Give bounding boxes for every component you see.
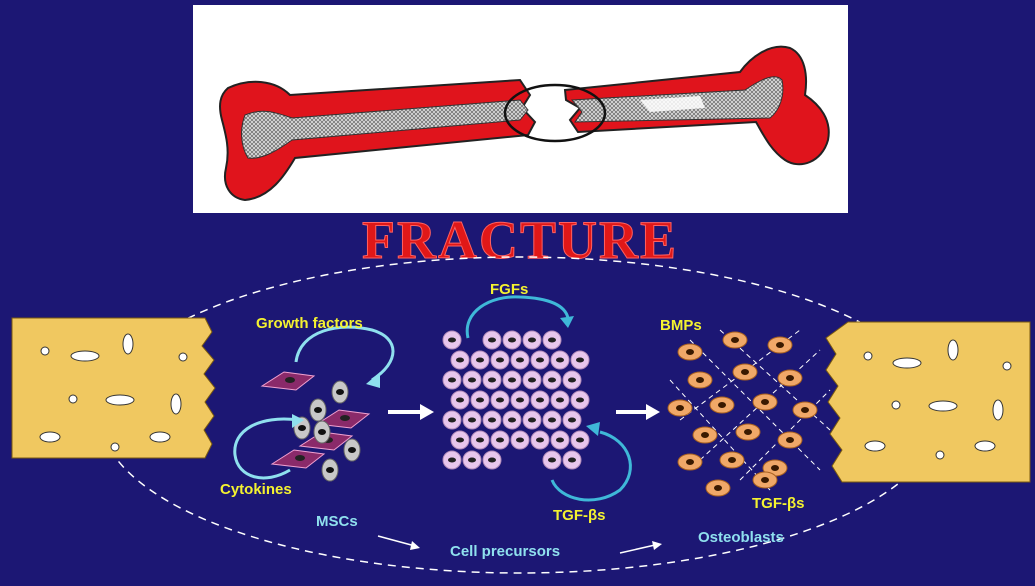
- precursor-cell: [543, 411, 561, 429]
- precursor-cell: [463, 451, 481, 469]
- precursor-cell: [491, 351, 509, 369]
- precursor-cell: [511, 351, 529, 369]
- precursor-cell: [531, 391, 549, 409]
- osteoblast-cell: [678, 454, 702, 470]
- label-growth-factors: Growth factors: [256, 315, 363, 332]
- precursor-cell: [551, 391, 569, 409]
- precursor-cell: [511, 391, 529, 409]
- precursor-cell: [443, 371, 461, 389]
- bone-illustration: [193, 5, 848, 213]
- precursor-cell: [543, 331, 561, 349]
- label-tgf-betas-center: TGF-βs: [553, 507, 606, 524]
- osteoblast-cell: [678, 344, 702, 360]
- osteoblast-cell: [720, 452, 744, 468]
- precursor-cell: [443, 451, 461, 469]
- right-bone-fragment: [826, 322, 1030, 482]
- label-osteoblasts: Osteoblasts: [698, 529, 784, 546]
- osteoblast-cell: [668, 400, 692, 416]
- precursor-cell: [563, 411, 581, 429]
- osteoblast-cell: [778, 370, 802, 386]
- msc-stem-cell: [332, 381, 348, 403]
- precursor-cell: [503, 331, 521, 349]
- left-bone-fragment: [12, 318, 215, 458]
- label-cell-precursors: Cell precursors: [450, 543, 560, 560]
- precursor-cell: [543, 371, 561, 389]
- precursor-cell: [543, 451, 561, 469]
- label-fgfs: FGFs: [490, 281, 528, 298]
- precursor-cell: [483, 451, 501, 469]
- precursor-cell: [483, 371, 501, 389]
- precursor-cell: [471, 431, 489, 449]
- precursor-cell: [531, 351, 549, 369]
- precursor-cell: [571, 351, 589, 369]
- precursor-cell: [523, 371, 541, 389]
- precursor-cell: [471, 391, 489, 409]
- msc-stem-cell: [344, 439, 360, 461]
- precursor-cell: [563, 371, 581, 389]
- osteoblast-cell: [733, 364, 757, 380]
- precursor-cell: [471, 351, 489, 369]
- msc-stem-cell: [322, 459, 338, 481]
- precursor-cell: [491, 391, 509, 409]
- osteoblast-cell: [706, 480, 730, 496]
- precursor-cell: [571, 431, 589, 449]
- precursor-cell: [451, 351, 469, 369]
- precursor-cell: [523, 331, 541, 349]
- msc-stem-cell: [314, 421, 330, 443]
- precursor-cell: [443, 331, 461, 349]
- precursor-cell: [551, 351, 569, 369]
- precursor-cell: [571, 391, 589, 409]
- osteoblast-cell: [688, 372, 712, 388]
- osteoblast-cell: [753, 472, 777, 488]
- precursor-cell: [483, 411, 501, 429]
- precursor-cell: [551, 431, 569, 449]
- figure-title: FRACTURE: [362, 210, 678, 270]
- osteoblast-cell: [768, 337, 792, 353]
- precursor-cell: [491, 431, 509, 449]
- osteoblast-cell: [723, 332, 747, 348]
- osteoblast-cell: [693, 427, 717, 443]
- precursor-cell: [443, 411, 461, 429]
- osteoblast-cell: [710, 397, 734, 413]
- precursor-cell: [451, 431, 469, 449]
- label-bmps: BMPs: [660, 317, 702, 334]
- label-mscs: MSCs: [316, 513, 358, 530]
- precursor-cell: [563, 451, 581, 469]
- precursor-cell: [483, 331, 501, 349]
- precursor-cell: [503, 371, 521, 389]
- precursor-cell: [523, 411, 541, 429]
- osteoblast-cell: [793, 402, 817, 418]
- precursor-cell: [463, 371, 481, 389]
- precursor-cell: [463, 411, 481, 429]
- precursor-cell: [503, 411, 521, 429]
- precursor-cell: [531, 431, 549, 449]
- label-tgf-betas-right: TGF-βs: [752, 495, 805, 512]
- msc-stem-cell: [310, 399, 326, 421]
- label-cytokines: Cytokines: [220, 481, 292, 498]
- precursor-cell: [511, 431, 529, 449]
- osteoblast-cell: [753, 394, 777, 410]
- precursor-cell: [451, 391, 469, 409]
- osteoblast-cell: [736, 424, 760, 440]
- osteoblast-cell: [778, 432, 802, 448]
